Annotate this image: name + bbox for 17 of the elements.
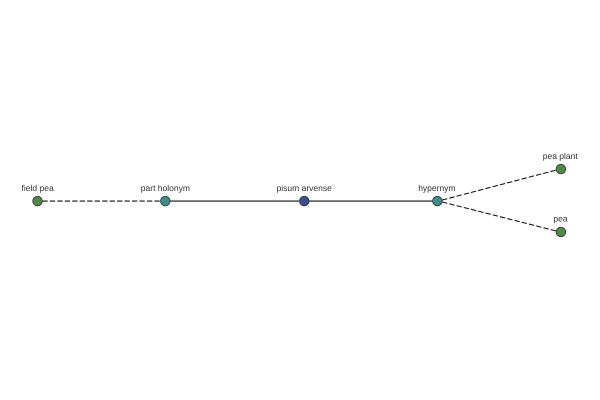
connector <box>42 200 160 202</box>
connector <box>442 200 556 231</box>
node-circle <box>556 163 566 174</box>
node-label: pisum arvense <box>276 182 332 192</box>
node-label: pea plant <box>542 150 578 160</box>
connector <box>309 200 432 202</box>
node-circle <box>432 195 443 206</box>
node-circle <box>32 195 43 206</box>
node-circle <box>556 226 566 237</box>
connector <box>442 169 556 200</box>
node-label: part holonym <box>140 182 190 192</box>
node-circle <box>299 195 310 206</box>
node-label: hypernym <box>418 182 456 192</box>
node-label: field pea <box>22 182 54 192</box>
node-label: pea <box>553 213 568 224</box>
node-circle <box>160 195 171 206</box>
connector <box>170 200 299 202</box>
